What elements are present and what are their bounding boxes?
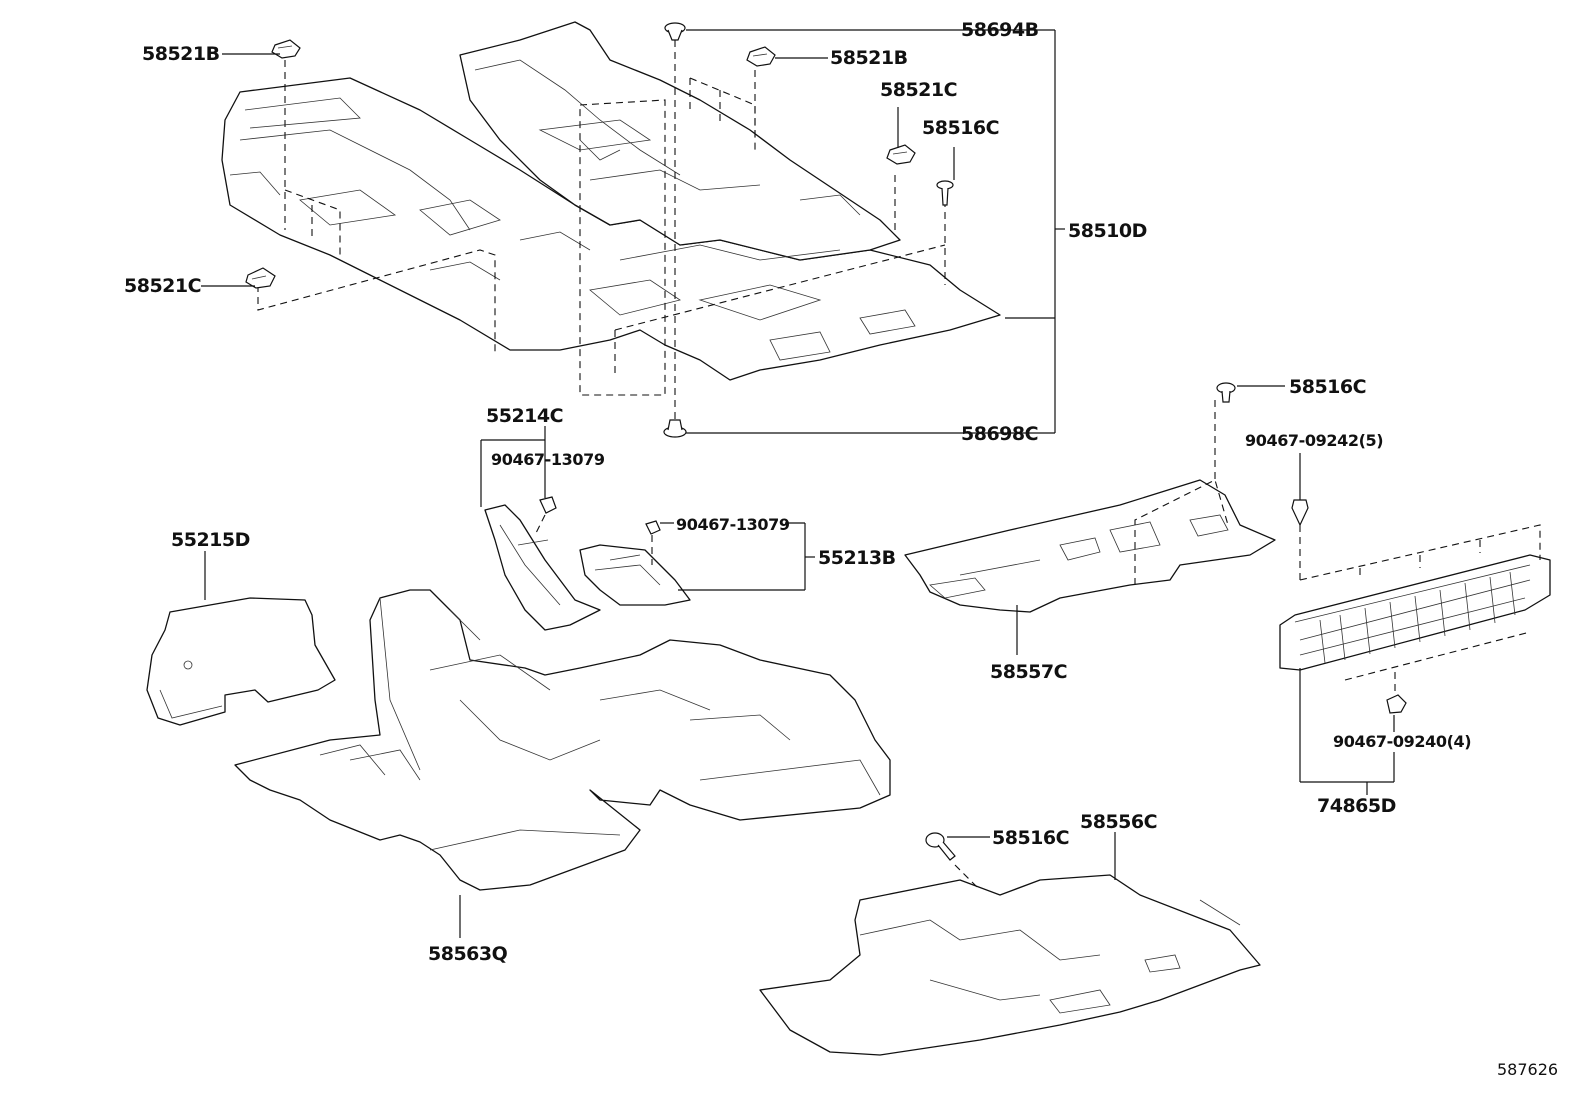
label-58521C-left: 58521C — [124, 275, 201, 297]
clip-55214C-icon — [534, 496, 557, 536]
leader-lines — [201, 29, 1395, 938]
mat-58563Q — [234, 589, 891, 891]
label-58521B-right: 58521B — [830, 47, 908, 69]
label-58516C-mid: 58516C — [1289, 376, 1366, 398]
grommet-58694B-icon — [664, 22, 686, 41]
mat-58556C — [759, 874, 1261, 1056]
clip-58521B-left-icon — [271, 39, 301, 59]
grommet-58698C-icon — [663, 419, 687, 438]
label-55213B: 55213B — [818, 547, 896, 569]
label-58694B: 58694B — [961, 19, 1039, 41]
carpet-attachment-lines — [257, 40, 946, 420]
callout-labels: 58521B 58521C 58521B 58521C 58516C 58694… — [124, 19, 1558, 1079]
clip-90467-09240-icon — [1386, 694, 1407, 714]
pin-58516C-mid-icon — [1216, 382, 1236, 403]
label-90467-13079-lower: 90467-13079 — [676, 515, 790, 534]
label-90467-09242: 90467-09242(5) — [1245, 431, 1383, 450]
label-74865D: 74865D — [1317, 795, 1396, 817]
label-58510D: 58510D — [1068, 220, 1147, 242]
label-58521B-left: 58521B — [142, 43, 220, 65]
insulator-58557C-attach-lines — [1134, 400, 1229, 585]
mat-58556C-attach-line — [954, 864, 981, 891]
mat-55215D — [146, 597, 336, 726]
label-90467-09240: 90467-09240(4) — [1333, 732, 1471, 751]
label-55214C: 55214C — [486, 405, 563, 427]
clip-90467-09242-icon — [1291, 499, 1309, 527]
console-part-55213B — [579, 544, 691, 606]
pin-58516C-bottom-icon — [925, 832, 956, 861]
clip-58521C-left-icon — [245, 267, 276, 289]
pin-58516C-top-icon — [936, 180, 954, 206]
cover-74865D-attach-lines — [1299, 524, 1541, 705]
clip-58521B-right-icon — [746, 46, 776, 67]
console-side-55214C — [484, 504, 601, 631]
clip-58521C-right-icon — [886, 144, 916, 165]
label-58516C-bottom: 58516C — [992, 827, 1069, 849]
cover-74865D — [1279, 554, 1551, 671]
label-90467-13079-upper: 90467-13079 — [491, 450, 605, 469]
diagram-reference-number: 587626 — [1497, 1060, 1558, 1079]
label-58563Q: 58563Q — [428, 943, 508, 965]
insulator-58557C — [904, 479, 1276, 613]
label-55215D: 55215D — [171, 529, 250, 551]
label-58556C: 58556C — [1080, 811, 1157, 833]
label-58698C: 58698C — [961, 423, 1038, 445]
clip-55213B-icon — [645, 520, 661, 565]
floor-carpet-58510D — [221, 21, 1001, 381]
label-58521C-right: 58521C — [880, 79, 957, 101]
label-58557C: 58557C — [990, 661, 1067, 683]
label-58516C-top: 58516C — [922, 117, 999, 139]
